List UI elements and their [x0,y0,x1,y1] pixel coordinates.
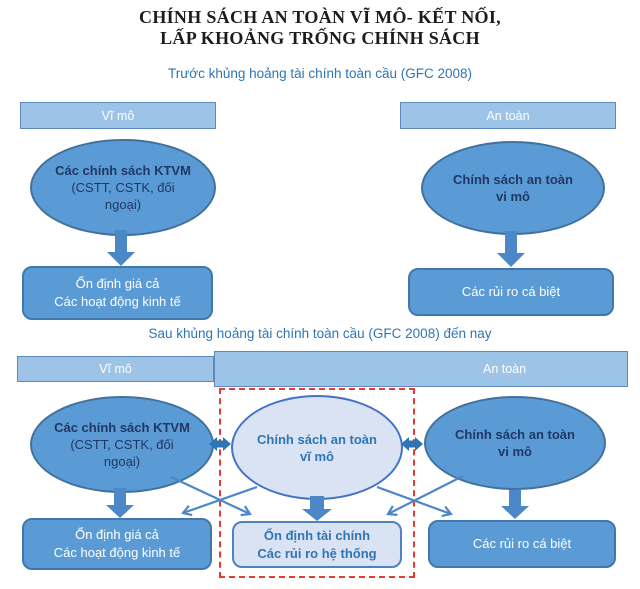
outcome-box-macroprudential-after-line1: Ổn định tài chính [263,527,371,543]
section-after-label: Sau khủng hoảng tài chính toàn cầu (GFC … [148,326,492,341]
ellipse-macroprudential-after-line1: Chính sách an toàn [257,431,377,447]
outcome-box-macro-after-line1: Ổn định giá cả [75,527,159,542]
page-title-line1: CHÍNH SÁCH AN TOÀN VĨ MÔ- KẾT NỐI, [139,7,501,27]
ellipse-microprudential-after-line2: vi mô [498,444,532,459]
ellipse-microprudential-after: Chính sách an toàn vi mô [424,396,606,490]
ellipse-microprudential-before: Chính sách an toàn vi mô [421,141,605,235]
outcome-box-macroprudential-after-line2: Các rủi ro hệ thống [257,545,377,561]
ellipse-macroprudential-after-line2: vĩ mô [300,448,334,464]
outcome-box-macro-after: Ổn định giá cả Các hoạt động kinh tế [22,518,212,570]
down-arrow-micro-after [501,490,529,519]
outcome-box-macroprudential-after: Ổn định tài chính Các rủi ro hệ thống [232,521,402,568]
down-arrow-micro-before [497,231,525,267]
ellipse-microprudential-before-line1: Chính sách an toàn [453,172,573,187]
section-before-label: Trước khủng hoảng tài chính toàn cầu (GF… [167,66,473,81]
ellipse-macro-policies-before-line1: Các chính sách KTVM [55,163,191,178]
outcome-box-macro-before-line2: Các hoạt động kinh tế [54,294,181,309]
outcome-box-micro-before-line1: Các rủi ro cá biệt [461,284,561,299]
ellipse-macro-policies-after-line2: (CSTT, CSTK, đối ngoại) [70,437,174,469]
ellipse-macroprudential-after: Chính sách an toàn vĩ mô [231,395,403,500]
ellipse-microprudential-after-line1: Chính sách an toàn [455,427,575,442]
outcome-box-macro-after-line2: Các hoạt động kinh tế [53,545,181,560]
header-bar-macro-before: Vĩ mô [20,102,216,129]
header-bar-prudential-before: An toàn [400,102,616,129]
header-bar-prudential-before-label: An toàn [486,108,530,123]
header-bar-prudential-after-label: An toàn [483,362,527,376]
ellipse-macro-policies-before: Các chính sách KTVM (CSTT, CSTK, đối ngo… [30,139,216,236]
ellipse-microprudential-before-line2: vi mô [496,189,530,204]
outcome-box-macro-before: Ổn định giá cả Các hoạt động kinh tế [22,266,213,320]
header-bar-macro-after: Vĩ mô [17,356,214,382]
outcome-box-micro-after: Các rủi ro cá biệt [428,520,616,568]
header-bar-macro-before-label: Vĩ mô [101,108,135,123]
header-bar-macro-after-label: Vĩ mô [99,362,132,376]
outcome-box-micro-after-line1: Các rủi ro cá biệt [472,536,572,551]
page-title-line2: LẤP KHOẢNG TRỐNG CHÍNH SÁCH [160,28,480,48]
ellipse-macro-policies-after-line1: Các chính sách KTVM [54,420,190,435]
ellipse-macro-policies-after: Các chính sách KTVM (CSTT, CSTK, đối ngo… [30,396,214,493]
page-title: CHÍNH SÁCH AN TOÀN VĨ MÔ- KẾT NỐI, LẤP K… [0,7,640,49]
outcome-box-micro-before: Các rủi ro cá biệt [408,268,614,316]
header-bar-prudential-after: An toàn [214,351,628,387]
outcome-box-macro-before-line1: Ổn định giá cả [75,276,160,291]
ellipse-macro-policies-before-line2: (CSTT, CSTK, đối ngoại) [71,180,175,212]
